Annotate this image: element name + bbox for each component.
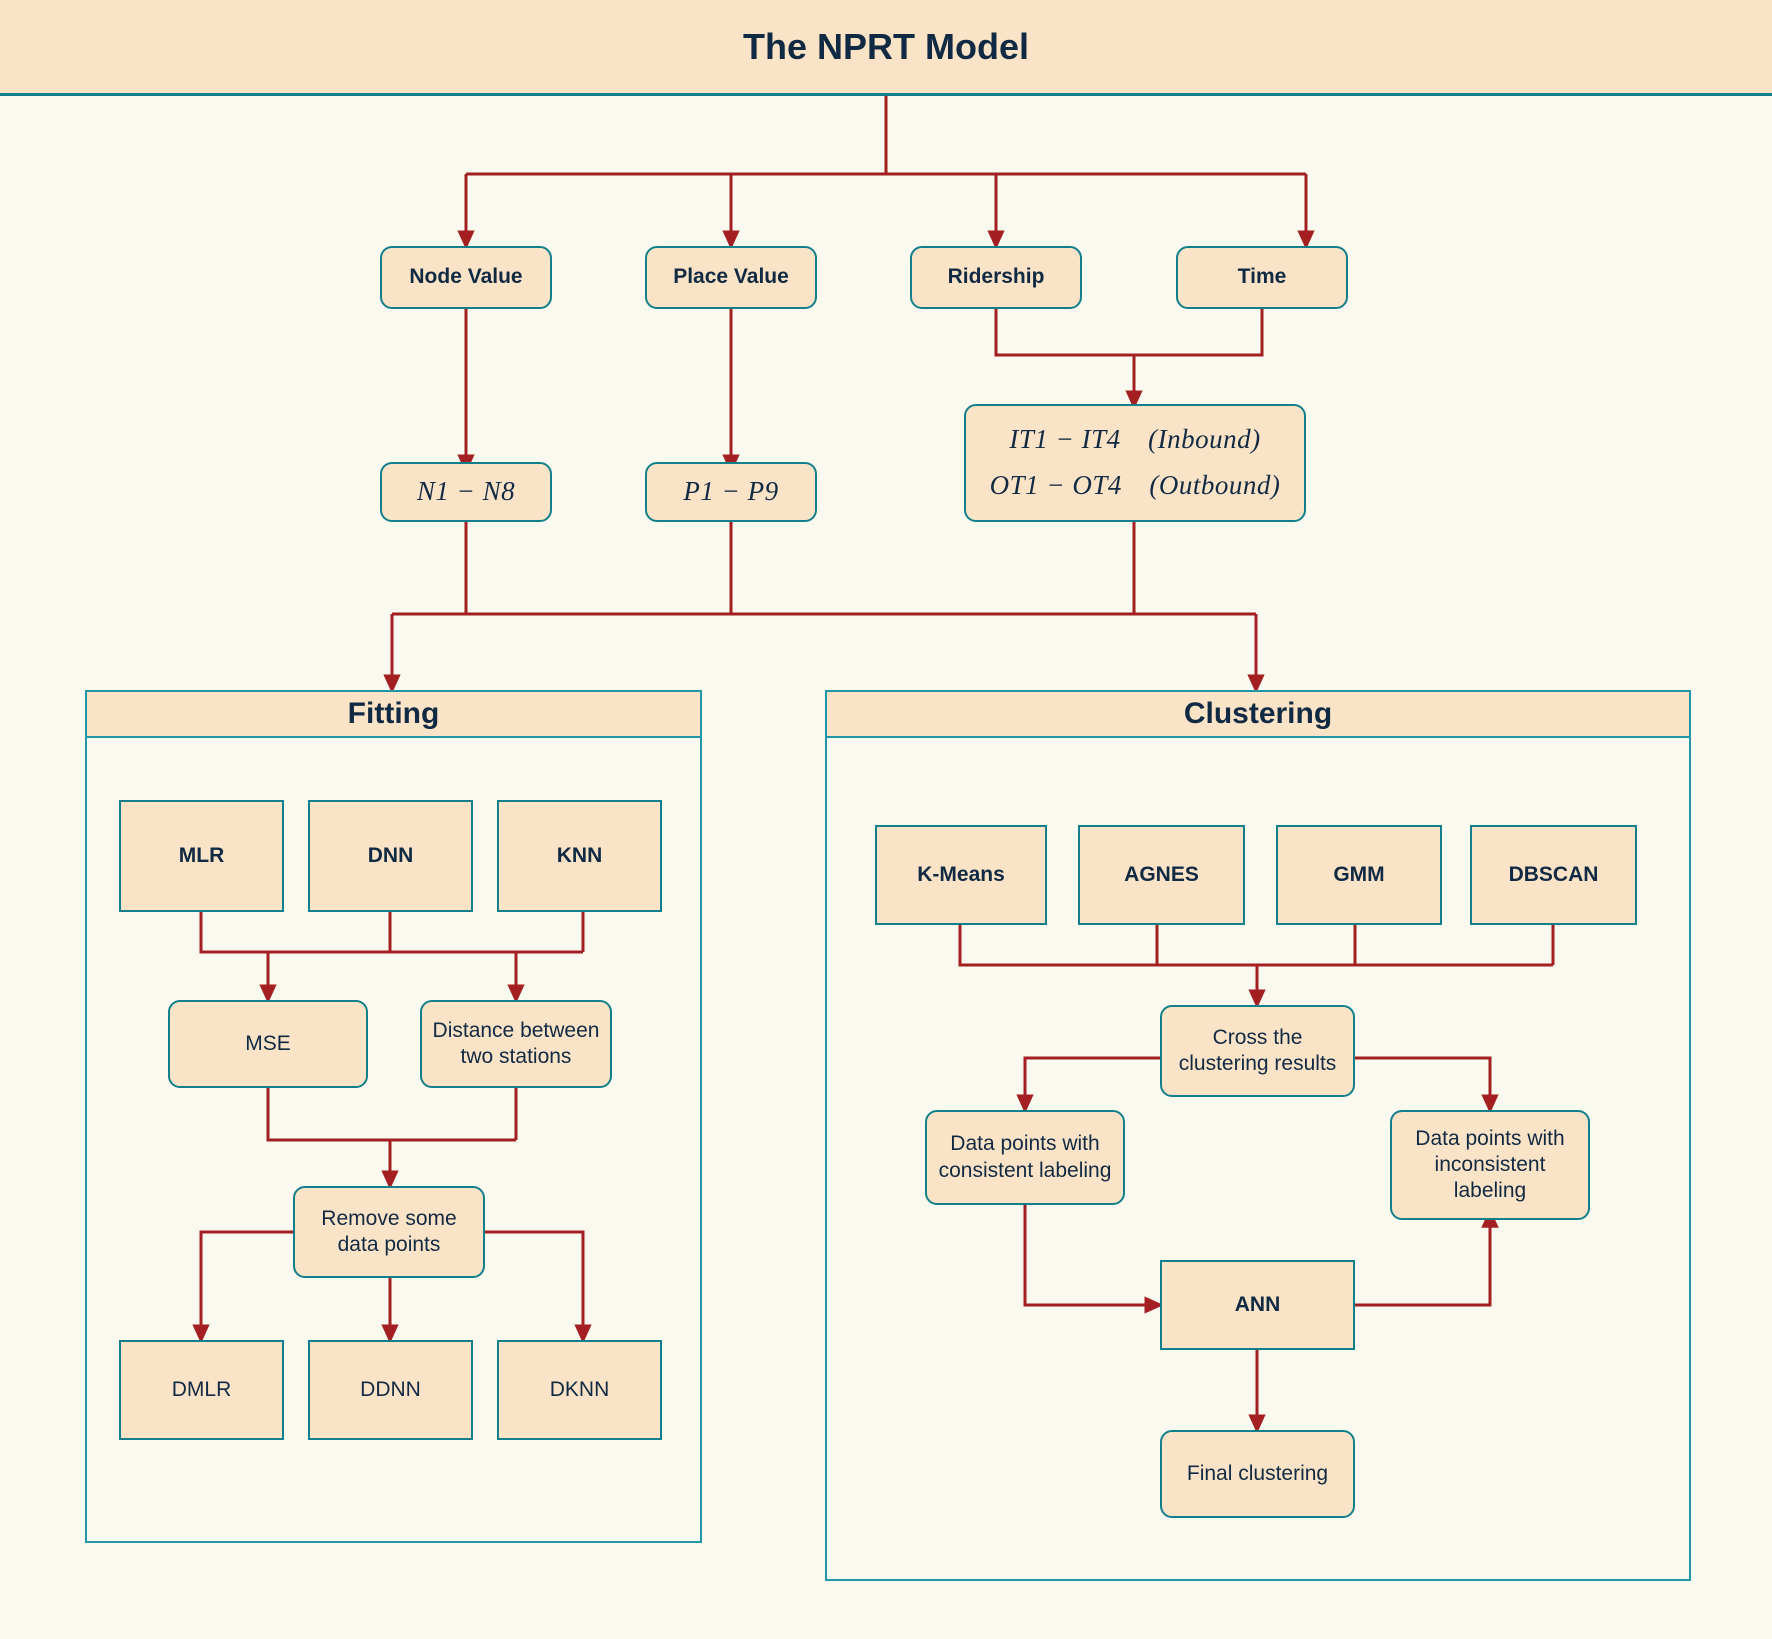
node-agnes-label: AGNES	[1124, 862, 1199, 886]
node-mlr-label: MLR	[178, 843, 225, 867]
node-time-label: Time	[1237, 265, 1287, 289]
node-remove-points[interactable]: Remove some data points	[293, 1186, 485, 1278]
node-dbscan-label: DBSCAN	[1508, 862, 1599, 886]
node-knn[interactable]: KNN	[497, 800, 662, 912]
diagram-title-band: The NPRT Model	[0, 0, 1772, 96]
node-mse[interactable]: MSE	[168, 1000, 368, 1088]
node-ridership-label: Ridership	[947, 265, 1045, 289]
node-mse-label: MSE	[245, 1031, 291, 1055]
node-node-value-label: Node Value	[409, 265, 523, 289]
node-final-clustering-label: Final clustering	[1186, 1461, 1329, 1485]
node-cross-results[interactable]: Cross the clustering results	[1160, 1005, 1355, 1097]
node-dknn-label: DKNN	[549, 1377, 610, 1401]
time-codes-inbound: IT1 − IT4 (Inbound)	[1009, 424, 1261, 455]
node-kmeans[interactable]: K-Means	[875, 825, 1047, 925]
node-dnn[interactable]: DNN	[308, 800, 473, 912]
node-p-range-label: P1 − P9	[683, 476, 779, 507]
subgraph-clustering-title: Clustering	[1183, 697, 1333, 730]
node-inconsistent-labeling[interactable]: Data points with inconsistent labeling	[1390, 1110, 1590, 1220]
node-kmeans-label: K-Means	[917, 862, 1005, 886]
node-consistent-labeling-label: Data points with consistent labeling	[938, 1132, 1112, 1182]
node-distance[interactable]: Distance between two stations	[420, 1000, 612, 1088]
node-distance-label: Distance between two stations	[432, 1018, 600, 1068]
node-knn-label: KNN	[556, 843, 603, 867]
node-dmlr-label: DMLR	[171, 1377, 232, 1401]
node-ridership[interactable]: Ridership	[910, 246, 1082, 309]
subgraph-fitting-header: Fitting	[85, 690, 702, 738]
node-p-range[interactable]: P1 − P9	[645, 462, 817, 522]
node-n-range-label: N1 − N8	[416, 476, 516, 507]
node-agnes[interactable]: AGNES	[1078, 825, 1245, 925]
node-inconsistent-labeling-label: Data points with inconsistent labeling	[1415, 1126, 1565, 1203]
node-final-clustering[interactable]: Final clustering	[1160, 1430, 1355, 1518]
node-gmm[interactable]: GMM	[1276, 825, 1442, 925]
node-time[interactable]: Time	[1176, 246, 1348, 309]
node-ann[interactable]: ANN	[1160, 1260, 1355, 1350]
node-place-value-label: Place Value	[673, 265, 789, 289]
node-mlr[interactable]: MLR	[119, 800, 284, 912]
node-node-value[interactable]: Node Value	[380, 246, 552, 309]
node-ann-label: ANN	[1234, 1292, 1281, 1316]
node-gmm-label: GMM	[1333, 862, 1385, 886]
node-ddnn[interactable]: DDNN	[308, 1340, 473, 1440]
node-dknn[interactable]: DKNN	[497, 1340, 662, 1440]
node-cross-results-label: Cross the clustering results	[1178, 1025, 1337, 1075]
node-place-value[interactable]: Place Value	[645, 246, 817, 309]
time-codes-outbound: OT1 − OT4 (Outbound)	[989, 470, 1281, 500]
subgraph-clustering-header: Clustering	[825, 690, 1691, 738]
node-time-codes[interactable]: IT1 − IT4 (Inbound) OT1 − OT4 (Outbound)	[964, 404, 1306, 522]
subgraph-fitting-title: Fitting	[347, 697, 440, 730]
node-ddnn-label: DDNN	[360, 1377, 421, 1401]
node-dnn-label: DNN	[367, 843, 414, 867]
node-remove-points-label: Remove some data points	[321, 1206, 457, 1256]
node-n-range[interactable]: N1 − N8	[380, 462, 552, 522]
node-dmlr[interactable]: DMLR	[119, 1340, 284, 1440]
node-consistent-labeling[interactable]: Data points with consistent labeling	[925, 1110, 1125, 1205]
node-dbscan[interactable]: DBSCAN	[1470, 825, 1637, 925]
page-title: The NPRT Model	[743, 25, 1029, 67]
